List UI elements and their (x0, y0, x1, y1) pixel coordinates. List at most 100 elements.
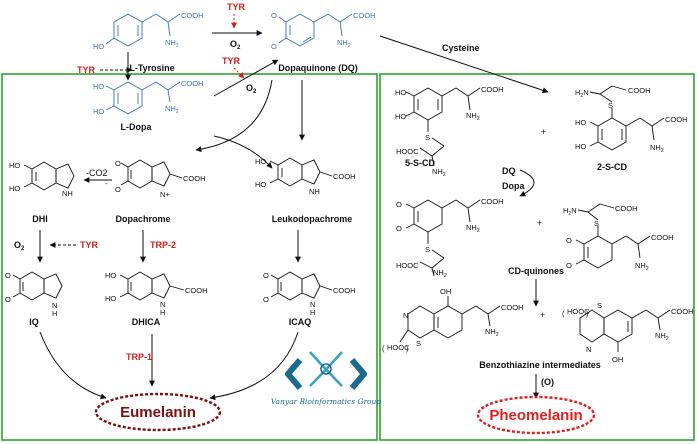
5scdq-hooc: HOOC (396, 261, 419, 270)
2scd-ho1: HO (575, 118, 586, 127)
logo-globe-icon (320, 363, 332, 375)
dhica-structure: HO HO COOH N H (105, 271, 208, 317)
2scd-s: S (608, 101, 613, 110)
leuko-ho2: HO (255, 180, 266, 189)
label-pheomelanin: Pheomelanin (489, 407, 582, 424)
tyrosine-cooh: COOH (181, 11, 204, 20)
5scdq-s: S (425, 245, 430, 254)
5scd-ho1: HO (395, 88, 406, 97)
iq-n: N (52, 301, 57, 310)
2scdq-structure: H2N COOH S COOH O O NH2 (563, 203, 674, 272)
5scd-cooh: COOH (481, 85, 504, 94)
ldopa-cooh: COOH (181, 79, 204, 88)
arrow-dq-to-2scd (379, 35, 549, 94)
benzothiazine-1-structure: OH COOH NH2 N S ( HOOC ) (382, 287, 524, 353)
tyrosine-structure: COOH NH2 HO (93, 11, 204, 51)
label-iq: IQ (29, 317, 39, 327)
5scd-s: S (425, 133, 430, 142)
eumelanin-oval (94, 392, 222, 432)
label-dhica: DHICA (132, 317, 161, 327)
dhica-cooh: COOH (185, 286, 208, 295)
label-cd-quinones: CD-quinones (508, 266, 564, 276)
label-dopaquinone: Dopaquinone (DQ) (278, 63, 358, 73)
icaq-o2: O (263, 295, 269, 304)
tyr-mid-dashed-arrow (233, 67, 245, 79)
ldopa-nh2: NH2 (165, 104, 179, 115)
label-leukodopachrome: Leukodopachrome (272, 214, 353, 224)
5scdq-nh2b: NH2 (433, 268, 447, 279)
plus-2: + (537, 218, 542, 228)
iq-h: H (52, 309, 57, 318)
ldopa-ho1: HO (93, 82, 104, 91)
o2-top: O2 (230, 39, 241, 51)
dopaquinone-structure: O O COOH NH2 (271, 11, 376, 51)
leukodopachrome-structure: HO HO COOH NH (255, 157, 356, 196)
5scdq-nh2: NH2 (466, 223, 480, 234)
dhi-ho2: HO (9, 184, 20, 193)
2scdq-h2n: H2N (563, 206, 577, 217)
icaq-n: N (310, 300, 315, 309)
enzyme-tyr-top: TYR (227, 2, 246, 12)
eumelanin-frame (1, 73, 378, 441)
btz2-paren-open: ( (562, 309, 565, 318)
dhica-ho1: HO (105, 271, 116, 280)
btz1-paren-close: ) (406, 344, 409, 353)
2scd-cooh1: COOH (628, 86, 651, 95)
dq-cooh: COOH (353, 11, 376, 20)
btz2-cooh: COOH (671, 307, 694, 316)
btz2-oh: OH (612, 355, 623, 364)
icaq-structure: O O COOH N H (263, 271, 356, 317)
btz1-n: N (403, 311, 408, 320)
icaq-o1: O (263, 271, 269, 280)
dopachrome-cooh: COOH (183, 174, 206, 183)
btz2-paren-close: ) (586, 309, 589, 318)
dq-o1: O (271, 11, 277, 20)
2scd-cooh2: COOH (665, 115, 688, 124)
ldopa-structure: COOH NH2 HO HO (93, 79, 204, 116)
label-dhi: DHI (32, 214, 48, 224)
5scdq-o2: O (396, 224, 402, 233)
btz1-hooc: HOOC (387, 343, 410, 352)
dhica-n: N (160, 300, 165, 309)
arrow-ldopa-to-dq (213, 59, 279, 97)
2scdq-cooh1: COOH (615, 204, 638, 213)
btz1-oh: OH (440, 287, 451, 296)
icaq-h: H (310, 308, 315, 317)
label-l-tyrosine: L-Tyrosine (129, 63, 174, 73)
arrow-dq-dopa-exchange (519, 169, 535, 197)
2scd-structure: H2N COOH S COOH HO HO NH2 (575, 85, 688, 154)
reagent-cysteine: Cysteine (442, 43, 480, 53)
reagent-co2: -CO2 (86, 168, 108, 178)
5scd-structure: HO HO COOH NH2 S HOOC NH2 (395, 85, 504, 178)
label-l-dopa: L-Dopa (121, 122, 153, 132)
btz1-nh2: NH2 (485, 327, 499, 338)
2scd-ho2: HO (575, 142, 586, 151)
2scdq-nh2: NH2 (635, 261, 649, 272)
btz2-hooc: HOOC (567, 307, 590, 316)
5scd-nh2: NH2 (466, 111, 480, 122)
label-eumelanin: Eumelanin (120, 404, 196, 421)
2scd-nh2: NH2 (650, 143, 664, 154)
logo-right-bracket-icon (349, 358, 367, 390)
5scd-ho2: HO (395, 112, 406, 121)
pheomelanin-oval (476, 395, 596, 435)
reagent-oxidation: (O) (541, 377, 554, 387)
vanyar-logo: Vanyar Bioinformatics Group (271, 351, 381, 406)
dhica-h: H (160, 308, 165, 317)
logo-left-bracket-icon (285, 358, 303, 390)
icaq-cooh: COOH (333, 286, 356, 295)
label-icaq: ICAQ (289, 317, 312, 327)
btz2-nh2: NH2 (655, 331, 669, 342)
enzyme-tyr-mid: TYR (222, 56, 241, 66)
5scdq-o1: O (396, 200, 402, 209)
2scdq-s: S (594, 219, 599, 228)
leuko-cooh: COOH (333, 172, 356, 181)
reagent-dopa: Dopa (502, 181, 525, 191)
o2-dhi: O2 (14, 240, 25, 252)
arrow-icaq-to-eumelanin (209, 331, 299, 401)
dopachrome-nplus: N+ (160, 190, 170, 199)
2scdq-o1: O (566, 236, 572, 245)
5scdq-structure: O O COOH NH2 S HOOC NH2 (396, 197, 504, 279)
btz1-paren-open: ( (382, 344, 385, 353)
